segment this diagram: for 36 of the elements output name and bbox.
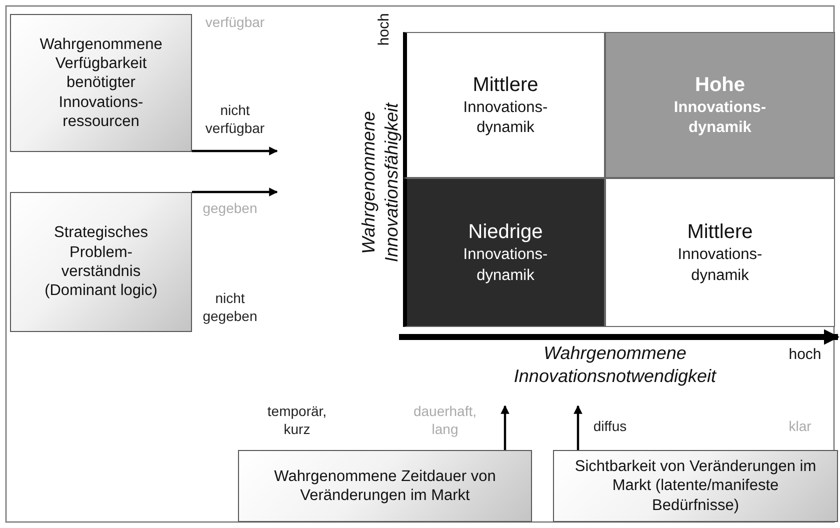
axis-end-label: hoch [788, 346, 822, 365]
quadrant-text: Innovations- dynamik [676, 245, 764, 286]
factor-box [238, 450, 532, 522]
quadrant-heading: Hohe [694, 72, 746, 98]
matrix-quadrant [605, 178, 835, 327]
arrow [574, 405, 582, 450]
scale-label: nicht verfügbar [204, 102, 266, 137]
scale-label: gegeben [202, 200, 258, 218]
matrix-quadrant [605, 32, 835, 178]
box-text: Wahrgenommene Verfügbarkeit benötigter Innovations- ressourcen [38, 34, 164, 132]
arrow [500, 405, 510, 450]
quadrant-text: Innovations- dynamik [462, 245, 549, 286]
quadrant-heading: Mittlere [686, 220, 754, 246]
scale-label: temporär, kurz [266, 403, 328, 438]
factor-box [10, 192, 192, 332]
scale-label: nicht gegeben [202, 290, 258, 325]
box-text: Strategisches Problem- verständnis (Dominant logic) [44, 223, 158, 301]
scale-label: verfügbar [204, 14, 266, 32]
arrow [192, 188, 278, 196]
box-text: Wahrgenommene Zeitdauer von Veränderungen im Markt [273, 466, 497, 506]
matrix-quadrant [403, 32, 605, 178]
quadrant-heading: Mittlere [472, 72, 540, 98]
scale-label: diffus [592, 418, 628, 436]
scale-label: klar [788, 418, 812, 436]
matrix-quadrant [403, 178, 605, 327]
quadrant-heading: Niedrige [467, 220, 544, 246]
box-text: Sichtbarkeit von Veränderungen im Markt (latente/manifeste Bedürfnisse) [574, 456, 818, 516]
axis-end-label: hoch [376, 12, 394, 48]
quadrant-text: Innovations- dynamik [672, 98, 768, 138]
axis-title: Wahrgenommene Innovationsnotwendigkeit [512, 342, 718, 387]
arrow [192, 146, 278, 156]
scale-label: dauerhaft, lang [412, 403, 478, 438]
factor-box [553, 450, 838, 522]
quadrant-text: Innovations- dynamik [462, 98, 549, 138]
factor-box [10, 14, 192, 152]
axis-title: Wahrgenommene Innovationsfähigkeit [358, 102, 402, 264]
